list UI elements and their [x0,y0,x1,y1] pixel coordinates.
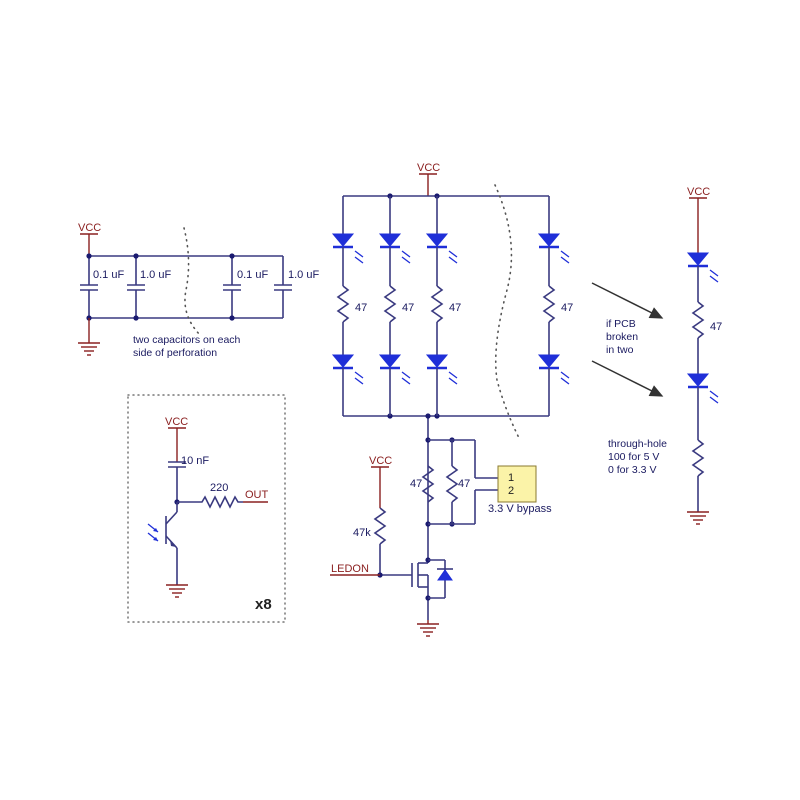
arrow-upper [591,282,664,319]
svg-text:VCC: VCC [417,162,440,174]
header-pin-1: 1 [508,472,514,484]
sensor-dotted-box [127,394,286,623]
phototransistor [147,502,178,585]
out-net: OUT [243,489,269,503]
capacitor-c3: 0.1 uF [223,256,268,318]
svg-text:VCC: VCC [78,222,101,234]
caps-note-line2: side of perforation [133,347,217,359]
pull-resistor-47k: 47k [353,507,387,575]
broken-resistor-47: 47 [691,301,722,374]
ground-symbol-broken [687,511,709,525]
bypass-resistor-2-label: 47 [458,478,470,490]
bypass-resistor-1-label: 47 [410,478,422,490]
led-column-3: 47 [425,196,461,416]
broken-note-line3: in two [606,344,634,356]
bypass-header[interactable]: 1 2 [497,465,537,503]
led-column-1: 47 [331,196,367,416]
mosfet [380,557,453,620]
capacitor-c4: 1.0 uF [274,256,319,318]
through-hole-line2: 100 for 5 V [608,451,659,463]
vcc-symbol-gate: VCC [369,455,392,508]
through-hole-line1: through-hole [608,438,667,450]
svg-text:OUT: OUT [245,489,269,501]
sensor-multiplier: x8 [255,596,272,613]
broken-note-line1: if PCB [606,318,636,330]
capacitor-c2-label: 1.0 uF [140,269,171,281]
broken-resistor-label: 47 [710,321,722,333]
vcc-symbol-caps: VCC [78,222,101,256]
resistor-220: 220 [177,482,243,509]
broken-note-line2: broken [606,331,638,343]
broken-led-1 [686,252,719,302]
led-column-2-resistor-label: 47 [402,302,414,314]
header-pin-2: 2 [508,485,514,497]
bypass-header-label: 3.3 V bypass [488,503,552,515]
svg-text:VCC: VCC [165,416,188,428]
through-hole-line3: 0 for 3.3 V [608,464,656,476]
ledon-net: LEDON [330,563,380,576]
caps-note-line1: two capacitors on each [133,334,241,346]
capacitor-c4-label: 1.0 uF [288,269,319,281]
capacitor-10nf: 10 nF [168,455,209,502]
svg-text:LEDON: LEDON [331,563,369,575]
capacitor-10nf-label: 10 nF [181,455,209,467]
ground-symbol-sensor [166,584,188,598]
arrow-lower [591,360,664,397]
resistor-220-label: 220 [210,482,228,494]
bypass-resistor-2: 47 [445,440,470,524]
svg-text:VCC: VCC [369,455,392,467]
svg-text:VCC: VCC [687,186,710,198]
broken-pcb-section: if PCB broken in two VCC 47 [591,186,722,525]
led-column-1-resistor-label: 47 [355,302,367,314]
vcc-symbol-broken: VCC [687,186,710,253]
perforation-line-caps [183,227,201,336]
vcc-symbol-leds: VCC [417,162,440,196]
vcc-symbol-sensor: VCC [165,416,188,462]
capacitor-c1: 0.1 uF [80,256,124,318]
led-column-2: 47 [378,196,414,416]
perforation-line-leds [494,184,521,441]
through-hole-resistor [691,439,705,512]
bypass-resistor-1: 47 [410,465,435,503]
ground-symbol-caps [78,318,100,356]
capacitor-c2: 1.0 uF [127,256,171,318]
capacitor-c3-label: 0.1 uF [237,269,268,281]
led-column-4: 47 [537,196,573,416]
pull-resistor-label: 47k [353,527,371,539]
broken-led-2 [686,373,719,440]
led-array-section: VCC 47 [330,162,573,637]
led-column-4-resistor-label: 47 [561,302,573,314]
capacitor-c1-label: 0.1 uF [93,269,124,281]
ground-symbol-leds [417,620,439,637]
decoupling-capacitors-section: VCC 0.1 uF 1.0 uF 0.1 uF [78,222,319,359]
sensor-section: VCC 10 nF 220 OUT [127,394,286,623]
led-column-3-resistor-label: 47 [449,302,461,314]
